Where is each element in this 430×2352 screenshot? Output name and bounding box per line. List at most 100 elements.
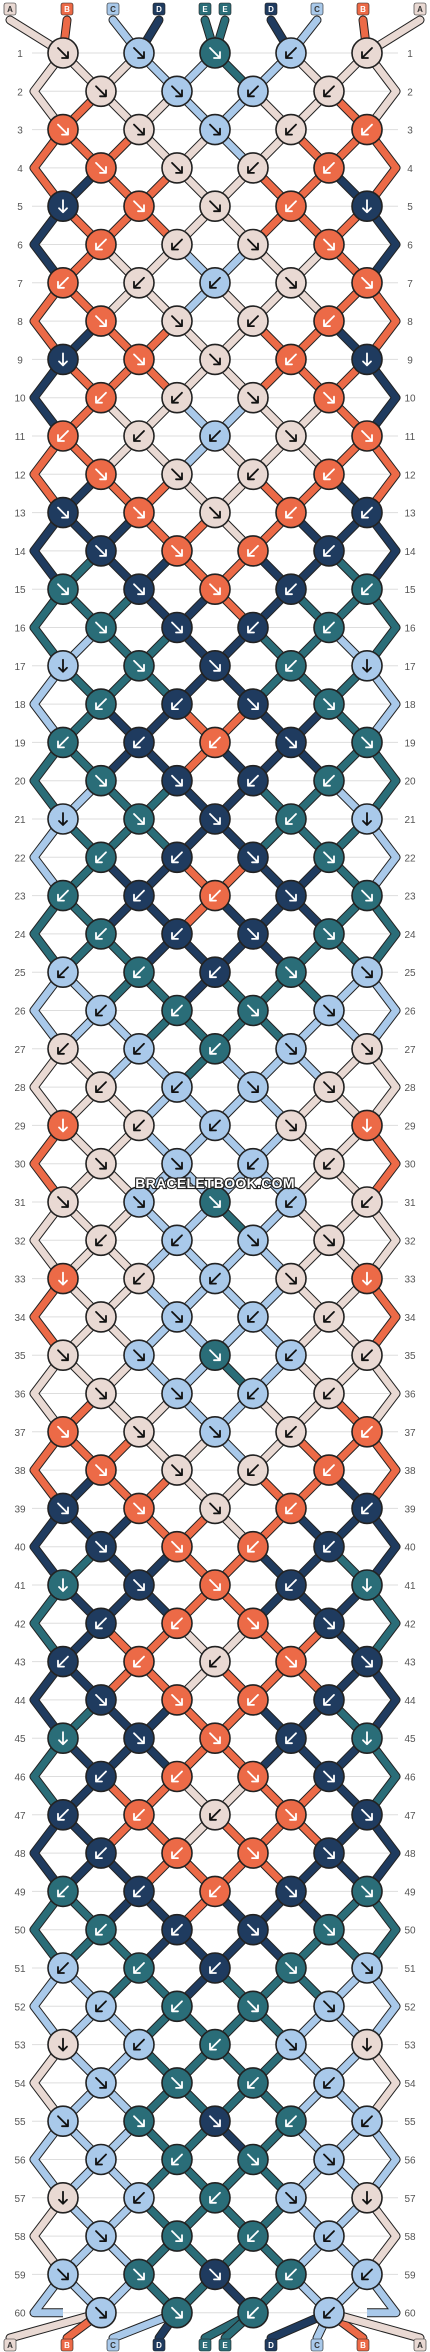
knot <box>275 1033 307 1065</box>
knot <box>199 1339 231 1371</box>
knot <box>351 37 383 69</box>
arrow-down-right-icon <box>247 2000 259 2013</box>
knot <box>161 764 193 797</box>
knot <box>237 1071 269 1103</box>
arrow-down-right-icon <box>323 1847 335 1859</box>
arrow-down-right-icon <box>209 200 221 213</box>
arrow-down-icon <box>362 2037 372 2052</box>
arrow-down-left-icon <box>361 1425 373 1438</box>
row-number-right: 40 <box>404 1543 416 1554</box>
edge-thread <box>364 816 400 898</box>
knot <box>85 688 117 720</box>
arrow-down-left-icon <box>323 162 335 174</box>
knot <box>237 2143 269 2176</box>
knot <box>85 152 117 184</box>
arrow-down-left-icon <box>133 2191 145 2204</box>
knot <box>237 152 269 184</box>
row-number-right: 60 <box>404 2309 416 2320</box>
arrow-down-icon <box>58 658 68 673</box>
row-number-left: 57 <box>14 2194 26 2205</box>
arrow-down-left-icon <box>285 123 297 136</box>
bottom-strand-label: A <box>7 2341 13 2350</box>
knot <box>313 2296 345 2329</box>
knot <box>161 841 193 874</box>
knot <box>161 535 193 567</box>
arrow-down-right-icon <box>95 468 107 481</box>
knot <box>85 841 117 874</box>
arrow-down-right-icon <box>133 200 145 213</box>
arrow-down-right-icon <box>171 774 183 787</box>
knot <box>85 1454 117 1486</box>
knot <box>161 688 193 720</box>
row-number-left: 16 <box>14 624 26 635</box>
edge-thread <box>364 1353 400 1434</box>
arrow-down-icon <box>362 1731 372 1746</box>
knot <box>199 496 231 529</box>
knot <box>237 2067 269 2099</box>
arrow-down-right-icon <box>57 1349 69 1362</box>
knot <box>199 420 231 452</box>
arrow-down-left-icon <box>133 1808 145 1821</box>
knot <box>123 2258 155 2291</box>
knot <box>199 1186 231 1218</box>
arrow-down-right-icon <box>95 2230 107 2242</box>
knot <box>85 2220 117 2252</box>
arrow-down-right-icon <box>247 1234 259 1247</box>
knot <box>275 1492 307 1525</box>
edge-thread <box>30 1353 66 1434</box>
arrow-down-right-icon <box>285 736 297 749</box>
edge-thread <box>364 1046 400 1128</box>
arrow-down-right-icon <box>171 315 183 327</box>
knot <box>161 1760 193 1793</box>
edge-thread <box>364 280 400 362</box>
arrow-down-right-icon <box>285 1272 297 1285</box>
arrow-down-left-icon <box>247 621 259 634</box>
knot <box>275 2258 307 2291</box>
arrow-down-left-icon <box>361 1502 373 1515</box>
knot <box>351 1416 383 1448</box>
edge-thread <box>364 1582 400 1664</box>
knot <box>275 1416 307 1448</box>
edge-thread <box>30 893 66 975</box>
knot <box>161 1147 193 1180</box>
knot <box>313 1837 345 1869</box>
row-number-right: 43 <box>404 1658 416 1669</box>
knot <box>47 1262 79 1295</box>
arrow-down-right-icon <box>95 621 107 634</box>
knot <box>47 1033 79 1065</box>
arrow-down-right-icon <box>57 1196 69 1208</box>
knot <box>123 956 155 989</box>
arrow-down-left-icon <box>57 276 69 289</box>
knot <box>237 764 269 797</box>
row-number-right: 46 <box>404 1773 416 1784</box>
knot <box>351 1262 383 1295</box>
arrow-down-right-icon <box>209 506 221 519</box>
row-number-left: 48 <box>14 1849 26 1860</box>
arrow-down-left-icon <box>95 2153 107 2166</box>
edge-thread <box>364 357 400 439</box>
arrow-down-left-icon <box>57 1042 69 1055</box>
top-strand-label: C <box>110 5 116 14</box>
knot <box>85 994 117 1027</box>
knot <box>313 1990 345 2023</box>
arrow-down-left-icon <box>171 1923 183 1936</box>
arrow-down-right-icon <box>133 1425 145 1438</box>
edge-thread <box>364 1199 400 1281</box>
edge-thread <box>364 1123 400 1205</box>
knot <box>85 2067 117 2099</box>
row-number-left: 17 <box>14 662 26 673</box>
arrow-down-left-icon <box>323 1311 335 1323</box>
knot <box>123 1875 155 1908</box>
arrow-down-left-icon <box>133 1042 145 1055</box>
arrow-down-left-icon <box>247 1387 259 1400</box>
top-strand-swatch <box>218 2 232 16</box>
arrow-down-right-icon <box>247 2153 259 2166</box>
arrow-down-right-icon <box>171 468 183 481</box>
arrow-down-left-icon <box>171 1617 183 1630</box>
arrow-down-left-icon <box>209 1042 221 1055</box>
knot <box>123 1033 155 1065</box>
knot <box>313 1530 345 1563</box>
arrow-down-left-icon <box>361 123 373 136</box>
arrow-down-right-icon <box>57 2268 69 2281</box>
knot <box>313 2143 345 2176</box>
